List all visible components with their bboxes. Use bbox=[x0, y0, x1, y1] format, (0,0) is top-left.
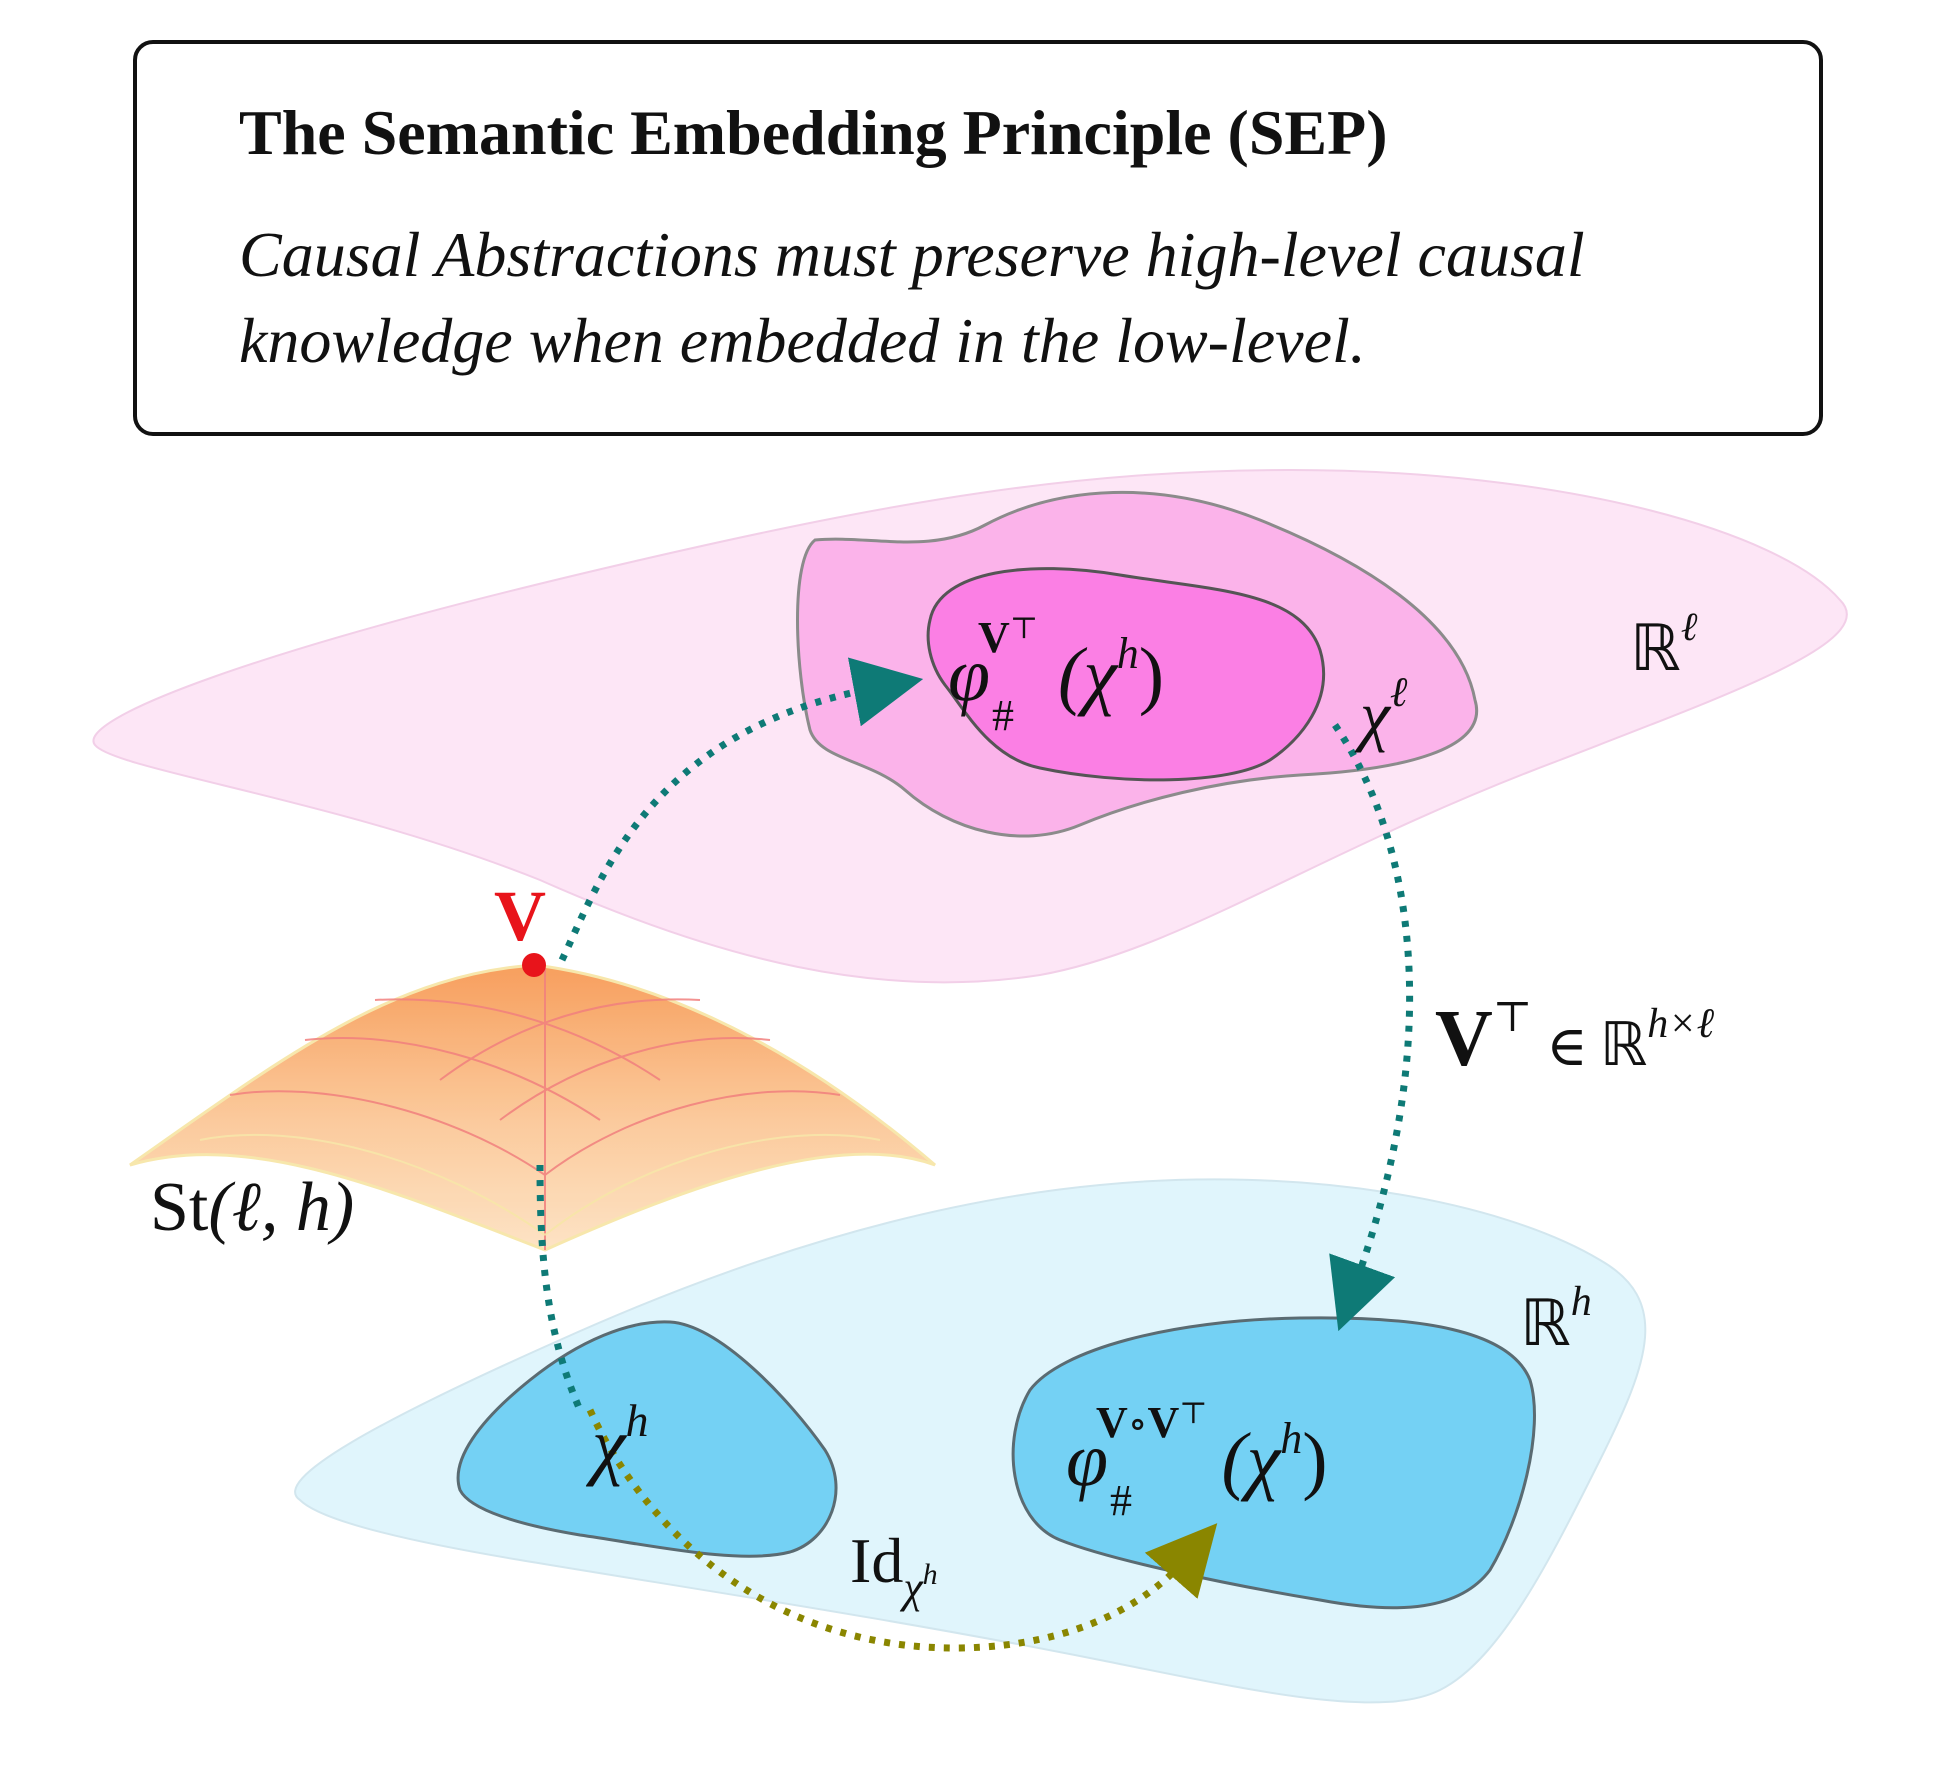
arrow-identity bbox=[586, 1408, 1218, 1652]
manifold-label: St(ℓ, h) bbox=[150, 1169, 354, 1246]
principle-title: The Semantic Embedding Principle (SEP) bbox=[239, 97, 1388, 168]
point-v-marker bbox=[522, 953, 546, 977]
point-v-label: V bbox=[494, 876, 546, 956]
stiefel-manifold-surface bbox=[129, 963, 936, 1252]
low-image-label: φ#V⊤(χh) bbox=[948, 612, 1164, 740]
encoder-label: V⊤∈ℝh×ℓ bbox=[1435, 995, 1715, 1083]
principle-statement: Causal Abstractions must preserve high-l… bbox=[239, 219, 1585, 376]
principle-box: The Semantic Embedding Principle (SEP) C… bbox=[133, 40, 1823, 436]
arrow-manifold-to-chi-h bbox=[536, 1164, 584, 1412]
chi-h-label: χh bbox=[585, 1395, 648, 1487]
arrow-encoder bbox=[1329, 723, 1414, 1332]
region-pushforward-low bbox=[926, 567, 1326, 782]
region-chi-h bbox=[456, 1320, 838, 1558]
high-space-label: ℝh bbox=[1520, 1279, 1592, 1361]
chi-ell-label: χℓ bbox=[1354, 670, 1408, 753]
high-image-label: φ#V∘V⊤(χh) bbox=[1066, 1397, 1328, 1525]
low-space-label: ℝℓ bbox=[1630, 604, 1698, 686]
identity-label: Idχh bbox=[850, 1525, 938, 1612]
region-pushforward-high bbox=[1011, 1316, 1536, 1610]
arrow-v-to-low-image bbox=[558, 657, 924, 962]
